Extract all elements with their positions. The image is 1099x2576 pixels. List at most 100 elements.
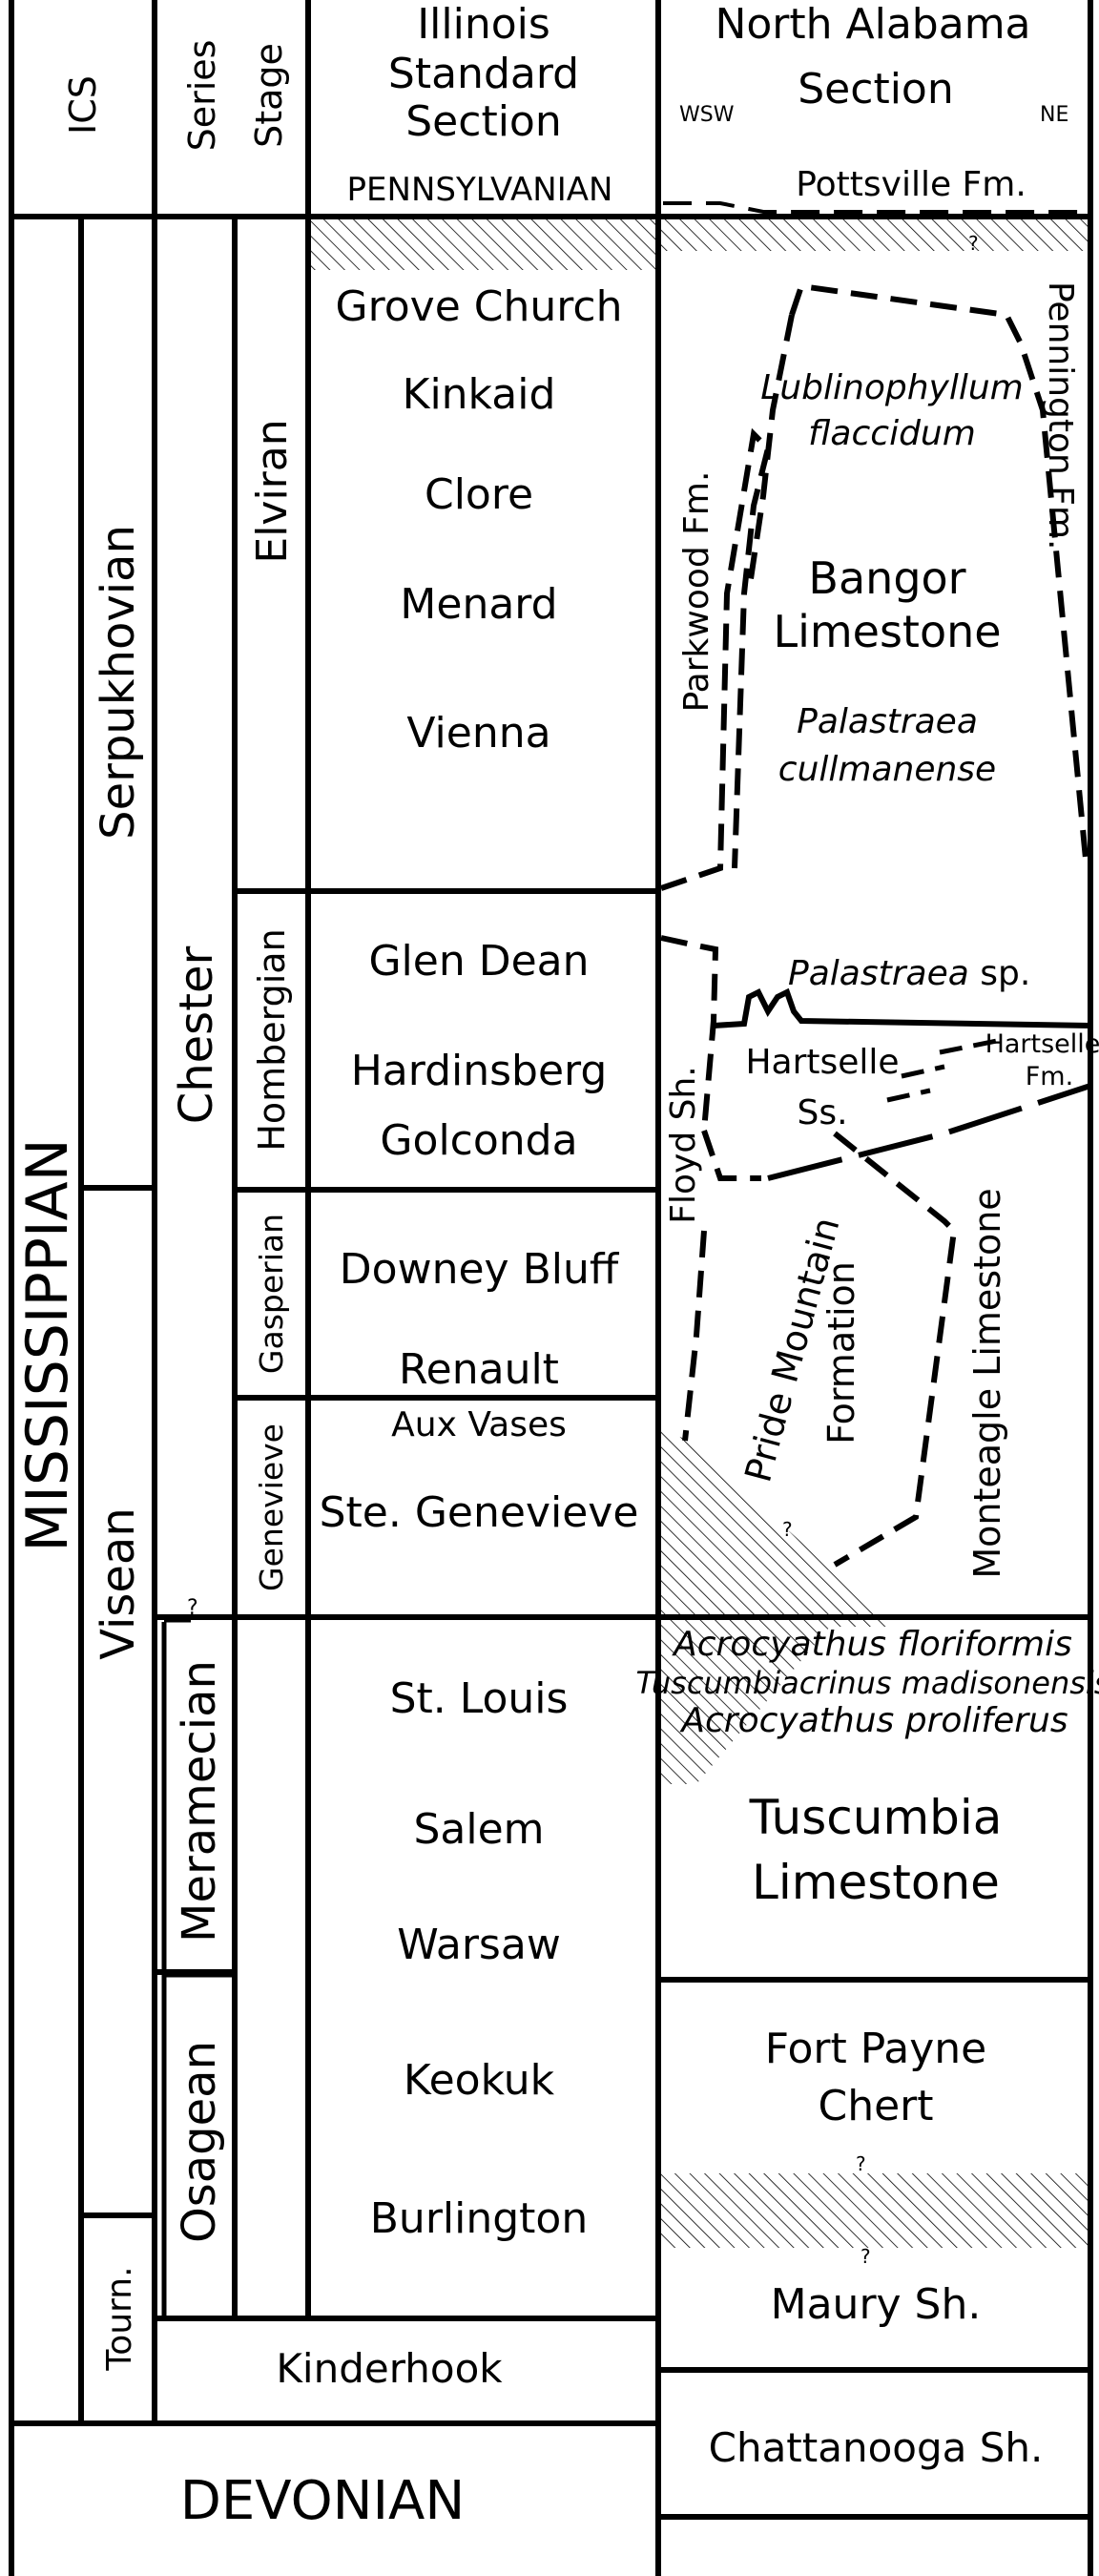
hatch-fort-payne-maury-gap bbox=[658, 2173, 1090, 2248]
al-pennington: Pennington Fm. bbox=[1041, 281, 1080, 551]
hartselle-fm-lines bbox=[939, 1037, 1003, 1055]
palastraea-reef-line bbox=[713, 987, 1091, 1028]
il-kinkaid: Kinkaid bbox=[403, 370, 556, 419]
il-grove-church: Grove Church bbox=[336, 282, 623, 331]
al-acro-flor: Acrocyathus floriformis bbox=[672, 1625, 1072, 1664]
al-tuscumbia-l2: Limestone bbox=[752, 1855, 1000, 1910]
al-acro-prol: Acrocyathus proliferus bbox=[679, 1701, 1068, 1740]
il-burlington: Burlington bbox=[370, 2194, 589, 2243]
series-column: Chester Meramecian Osagean Kinderhook ? bbox=[161, 945, 503, 2392]
alabama-column: Pennington Fm. Parkwood Fm. Lublinophyll… bbox=[636, 281, 1099, 2471]
alabama-boundaries bbox=[660, 201, 1091, 1568]
al-hartselle-fm-l1: Hartselle bbox=[985, 1029, 1099, 1059]
al-hartselle-ss-l2: Ss. bbox=[797, 1093, 847, 1132]
hatch-alabama-top bbox=[658, 218, 1090, 251]
stage-column: Elviran Hombergian Gasperian Genevieve bbox=[232, 419, 297, 1617]
al-palastraea-sp: Palastraea sp. bbox=[788, 954, 1030, 993]
series-chester: Chester bbox=[170, 945, 223, 1124]
al-floyd: Floyd Sh. bbox=[664, 1066, 703, 1223]
al-lublino-l1: Lublinophyllum bbox=[760, 368, 1023, 407]
frame-lines-thin bbox=[11, 215, 1090, 1618]
il-ste-genevieve: Ste. Genevieve bbox=[320, 1488, 639, 1537]
stage-hombergian: Hombergian bbox=[251, 928, 293, 1151]
header-pottsville: Pottsville Fm. bbox=[796, 165, 1026, 204]
il-clore: Clore bbox=[425, 470, 533, 519]
pottsville-base-line bbox=[663, 201, 1090, 214]
al-chattanooga: Chattanooga Sh. bbox=[709, 2424, 1044, 2471]
al-lublino-l2: flaccidum bbox=[808, 414, 976, 453]
ics-tourn: Tourn. bbox=[100, 2266, 139, 2371]
al-palastraea-sp-genus: Palastraea bbox=[788, 954, 969, 993]
series-kinderhook: Kinderhook bbox=[276, 2345, 503, 2392]
hatched-areas bbox=[308, 218, 1090, 2248]
header-series: Series bbox=[181, 40, 223, 152]
il-vienna: Vienna bbox=[406, 709, 550, 758]
header-illinois-l1: Illinois bbox=[417, 0, 550, 49]
bangor-top-line bbox=[789, 282, 1089, 860]
hartselle-fm-lines-3 bbox=[886, 1088, 931, 1103]
hatch-st-louis-gap bbox=[658, 1627, 830, 1784]
al-hartselle-ss-l1: Hartselle bbox=[745, 1043, 899, 1082]
il-st-louis: St. Louis bbox=[390, 1674, 569, 1723]
monteagle-top-line bbox=[767, 1083, 1091, 1181]
al-maury: Maury Sh. bbox=[771, 2280, 982, 2329]
series-meramecian: Meramecian bbox=[173, 1660, 226, 1942]
hatch-lower-chester-gap bbox=[658, 1429, 897, 1627]
header-illinois-l3: Section bbox=[405, 97, 561, 146]
al-maury-question: ? bbox=[861, 2245, 871, 2268]
al-fort-payne-l2: Chert bbox=[818, 2082, 933, 2130]
il-salem: Salem bbox=[413, 1805, 544, 1854]
stage-elviran: Elviran bbox=[248, 419, 297, 563]
header-alabama-l1: North Alabama bbox=[715, 0, 1030, 49]
al-monteagle: Monteagle Limestone bbox=[966, 1188, 1008, 1578]
header-illinois-l2: Standard bbox=[388, 50, 579, 98]
al-hartselle-fm-l2: Fm. bbox=[1026, 1062, 1073, 1091]
parkwood-right-line bbox=[746, 314, 795, 592]
stage-genevieve: Genevieve bbox=[253, 1423, 290, 1591]
al-palastraea-c-l1: Palastraea bbox=[797, 702, 978, 741]
al-palastraea-sp-suffix: sp. bbox=[969, 954, 1031, 993]
pride-mountain-outline bbox=[833, 1131, 958, 1568]
al-tuscumbia-l1: Tuscumbia bbox=[749, 1790, 1003, 1845]
al-parkwood: Parkwood Fm. bbox=[677, 471, 716, 713]
ics-mississippian: MISSISSIPPIAN bbox=[14, 1138, 81, 1551]
series-osagean: Osagean bbox=[173, 2041, 226, 2243]
ics-visean: Visean bbox=[92, 1507, 145, 1660]
ics-serpukhovian: Serpukhovian bbox=[92, 525, 145, 840]
header-alabama-l2: Section bbox=[798, 65, 953, 114]
al-palastraea-c-l2: cullmanense bbox=[778, 750, 996, 789]
al-fort-payne-question: ? bbox=[856, 2152, 866, 2175]
header-stage: Stage bbox=[248, 43, 290, 148]
header-pennsylvanian: PENNSYLVANIAN bbox=[347, 171, 613, 209]
al-tuscumbiacrinus: Tuscumbiacrinus madisonensis bbox=[636, 1665, 1099, 1701]
pride-mountain-top-line bbox=[701, 1130, 761, 1181]
header-ne: NE bbox=[1040, 103, 1068, 127]
floyd-bottom-line bbox=[682, 1230, 707, 1442]
al-pride-l2: Formation bbox=[820, 1261, 862, 1444]
ics-column: MISSISSIPPIAN Serpukhovian Visean Tourn.… bbox=[14, 525, 466, 2532]
il-hardinsberg: Hardinsberg bbox=[351, 1047, 608, 1095]
il-warsaw: Warsaw bbox=[397, 1921, 561, 1969]
header: ICS Series Stage Illinois Standard Secti… bbox=[62, 0, 1068, 255]
il-downey-bluff: Downey Bluff bbox=[340, 1245, 620, 1294]
floyd-right-line bbox=[660, 935, 719, 1132]
il-renault: Renault bbox=[399, 1345, 559, 1394]
il-glen-dean: Glen Dean bbox=[368, 937, 589, 986]
al-fort-payne-l1: Fort Payne bbox=[765, 2025, 987, 2073]
illinois-column: Grove Church Kinkaid Clore Menard Vienna… bbox=[320, 282, 639, 2243]
bangor-outline bbox=[660, 427, 772, 891]
series-question: ? bbox=[187, 1596, 198, 1620]
il-aux-vases: Aux Vases bbox=[391, 1405, 567, 1444]
hartselle-fm-lines-2 bbox=[901, 1064, 945, 1079]
header-ics: ICS bbox=[62, 75, 104, 135]
header-pottsville-question: ? bbox=[968, 232, 979, 255]
header-wsw: WSW bbox=[679, 103, 735, 127]
al-bangor-l1: Bangor bbox=[808, 552, 965, 604]
ics-devonian: DEVONIAN bbox=[180, 2470, 466, 2532]
il-keokuk: Keokuk bbox=[404, 2056, 555, 2105]
hatch-illinois-top bbox=[308, 218, 658, 270]
al-bangor-l2: Limestone bbox=[773, 606, 1001, 657]
stage-gasperian: Gasperian bbox=[253, 1214, 290, 1374]
il-golconda: Golconda bbox=[380, 1116, 577, 1165]
